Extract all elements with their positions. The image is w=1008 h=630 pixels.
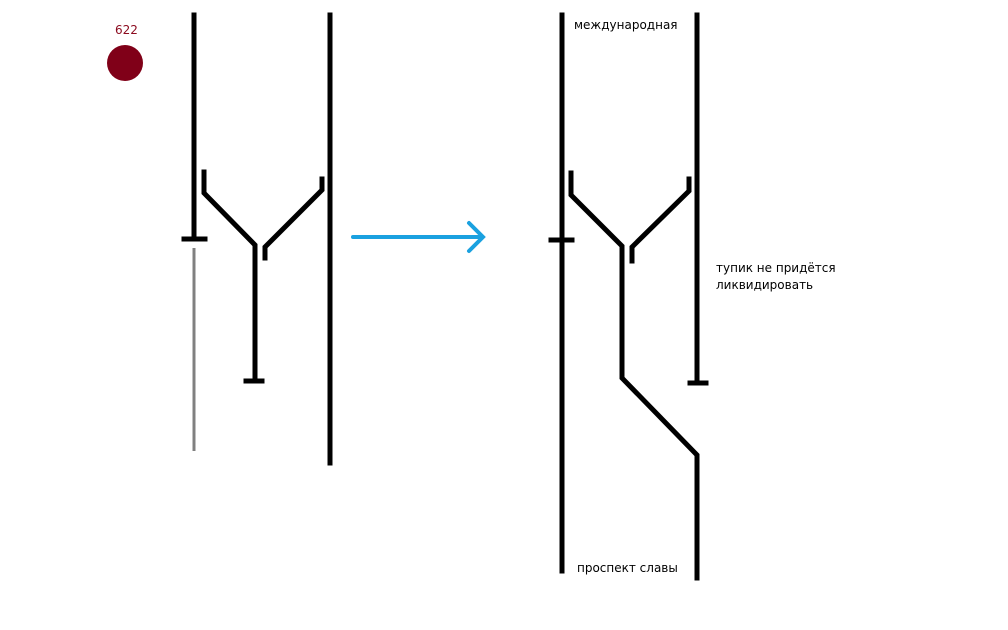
switch-right-arm xyxy=(262,176,325,261)
switch-right-arm xyxy=(629,176,692,264)
top-station-label: международная xyxy=(574,18,678,32)
note-line-2: ликвидировать xyxy=(716,278,814,292)
note-line-1: тупик не придётся xyxy=(716,261,836,275)
bottom-station-label: проспект славы xyxy=(577,561,678,575)
marker-dot xyxy=(107,45,143,81)
switch-left-arm xyxy=(201,169,258,384)
marker-label: 622 xyxy=(115,23,138,37)
arrow-icon xyxy=(351,221,486,253)
switch-left-arm-extended xyxy=(568,170,700,581)
